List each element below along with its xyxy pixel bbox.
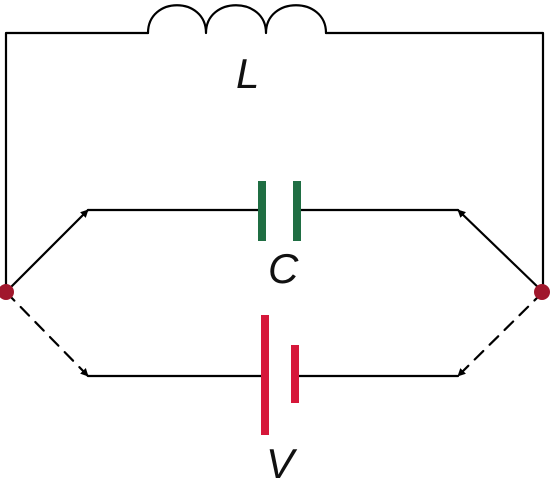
left-junction-node [0,284,14,300]
inductor-wire-right [324,31,545,294]
capacitor-plate-right [293,181,301,241]
right-switch-arm-solid [456,208,545,294]
battery-plate-long [261,315,269,435]
capacitor-plate-left [258,181,266,241]
battery-symbol [261,315,299,435]
right-switch-arm-dashed [456,290,545,378]
inductor-label: L [236,50,259,97]
inductor-wire-left [4,31,150,294]
left-switch-arm-solid [4,208,90,294]
battery-plate-short [291,345,299,403]
capacitor-symbol [258,181,301,241]
battery-label: V [266,440,298,487]
left-switch-arm-dashed [4,290,90,378]
inductor-coil [146,4,328,35]
right-junction-node [534,284,550,300]
capacitor-label: C [268,245,299,292]
